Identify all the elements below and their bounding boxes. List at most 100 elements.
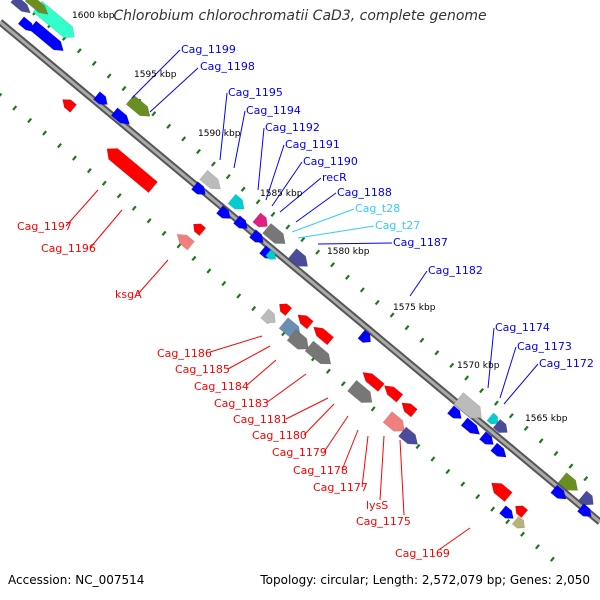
leader-line	[149, 67, 199, 113]
feature-arrow	[511, 515, 525, 529]
gene-label[interactable]: Cag_1197	[17, 220, 72, 233]
leader-line	[409, 270, 428, 297]
leader-line	[209, 335, 263, 353]
tick-mark	[176, 243, 182, 249]
leader-line	[257, 127, 265, 191]
tick-mark	[359, 287, 365, 293]
tick-mark	[475, 493, 481, 500]
feature-arrow	[550, 484, 567, 500]
gene-label[interactable]: Cag_1169	[395, 547, 450, 560]
tick-mark	[490, 506, 496, 512]
tick-mark	[553, 450, 559, 457]
gene-label[interactable]: Cag_1173	[517, 340, 572, 353]
feature-arrow	[176, 233, 195, 251]
gene-label[interactable]: Cag_1181	[233, 413, 288, 426]
tick-mark	[345, 274, 350, 280]
feature-arrow	[490, 442, 507, 458]
feature-arrow	[347, 379, 373, 403]
gene-label[interactable]: Cag_1182	[428, 264, 483, 277]
tick-mark	[236, 293, 242, 299]
feature-arrow	[248, 229, 264, 243]
leader-line	[219, 92, 228, 161]
gene-label[interactable]: Cag_1172	[539, 357, 594, 370]
feature-arrow	[215, 205, 231, 219]
gene-label[interactable]: Cag_1199	[181, 43, 236, 56]
feature-arrow	[193, 223, 207, 237]
gene-label[interactable]: Cag_1195	[228, 86, 283, 99]
leader-line	[89, 209, 123, 249]
feature-arrow	[446, 405, 462, 419]
tick-mark	[210, 161, 216, 167]
gene-label[interactable]: Cag_1198	[200, 60, 255, 73]
feature-arrow	[313, 326, 335, 346]
feature-arrow	[92, 91, 108, 105]
scale-labels: 1600 kbp 1595 kbp 1590 kbp 1585 kbp 1580…	[72, 11, 568, 424]
feature-arrow	[453, 392, 482, 419]
tick-mark	[374, 299, 380, 306]
gene-label[interactable]: ksgA	[115, 288, 142, 301]
feature-arrow	[398, 426, 419, 445]
gene-label[interactable]: Cag_1190	[303, 155, 358, 168]
leader-line	[65, 189, 99, 227]
tick-mark	[520, 531, 525, 537]
gene-label[interactable]: Cag_1185	[175, 363, 230, 376]
minus-strand-labels: Cag_1197 Cag_1196 ksgA Cag_1186 Cag_1185…	[17, 220, 450, 560]
gene-label[interactable]: Cag_1194	[246, 104, 301, 117]
tick-mark	[568, 463, 574, 469]
gene-label[interactable]: recR	[322, 171, 347, 184]
gene-label[interactable]: lysS	[366, 499, 388, 512]
leader-line	[341, 429, 359, 471]
feature-arrow	[492, 418, 508, 433]
gene-label[interactable]: Cag_1179	[272, 446, 327, 459]
feature-arrow	[227, 193, 245, 210]
gene-label[interactable]: Cag_1178	[293, 464, 348, 477]
tick-mark	[71, 155, 77, 161]
gene-label[interactable]: Cag_t27	[375, 219, 420, 232]
leader-line	[487, 327, 495, 389]
gene-label[interactable]: Cag_1184	[194, 380, 249, 393]
tick-mark	[131, 205, 137, 211]
feature-arrow	[557, 472, 579, 491]
tick-mark	[325, 368, 331, 374]
tick-mark	[370, 406, 376, 412]
tick-mark	[106, 73, 112, 79]
feature-arrow	[232, 215, 248, 229]
gene-label[interactable]: Cag_1191	[285, 138, 340, 151]
tick-mark	[535, 544, 540, 550]
tick-mark	[549, 556, 555, 562]
feature-arrow	[362, 371, 385, 392]
feature-arrow	[578, 490, 594, 506]
feature-arrow	[382, 411, 405, 432]
gene-label[interactable]: Cag_1174	[495, 321, 550, 334]
feature-arrow	[478, 431, 494, 445]
leader-line	[303, 403, 335, 436]
feature-arrow	[28, 20, 64, 52]
tick-mark	[415, 443, 421, 450]
feature-arrow	[260, 308, 276, 324]
scale-label: 1580 kbp	[327, 247, 370, 257]
scale-label: 1570 kbp	[457, 361, 500, 371]
gene-label[interactable]: Cag_1192	[265, 121, 320, 134]
gene-label[interactable]: Cag_1177	[313, 481, 368, 494]
gene-label[interactable]: Cag_1196	[41, 242, 96, 255]
gene-label[interactable]: Cag_1186	[157, 347, 212, 360]
tick-mark	[116, 193, 122, 199]
feature-arrow	[304, 340, 332, 365]
tick-mark	[340, 381, 346, 387]
label-leader-lines	[65, 49, 539, 550]
gene-label[interactable]: Cag_1188	[337, 186, 392, 199]
gene-label[interactable]: Cag_1183	[214, 397, 269, 410]
genome-backbone	[0, 19, 600, 525]
leader-line	[379, 435, 385, 501]
gene-label[interactable]: Cag_1175	[356, 515, 411, 528]
gene-label[interactable]: Cag_1187	[393, 236, 448, 249]
leader-line	[295, 192, 337, 223]
feature-arrow	[498, 505, 514, 519]
gene-label[interactable]: Cag_1180	[252, 429, 307, 442]
tick-mark	[460, 481, 466, 487]
tick-mark	[389, 312, 395, 318]
tick-mark	[285, 224, 291, 230]
gene-label[interactable]: Cag_t28	[355, 202, 400, 215]
scale-label: 1565 kbp	[525, 414, 568, 424]
